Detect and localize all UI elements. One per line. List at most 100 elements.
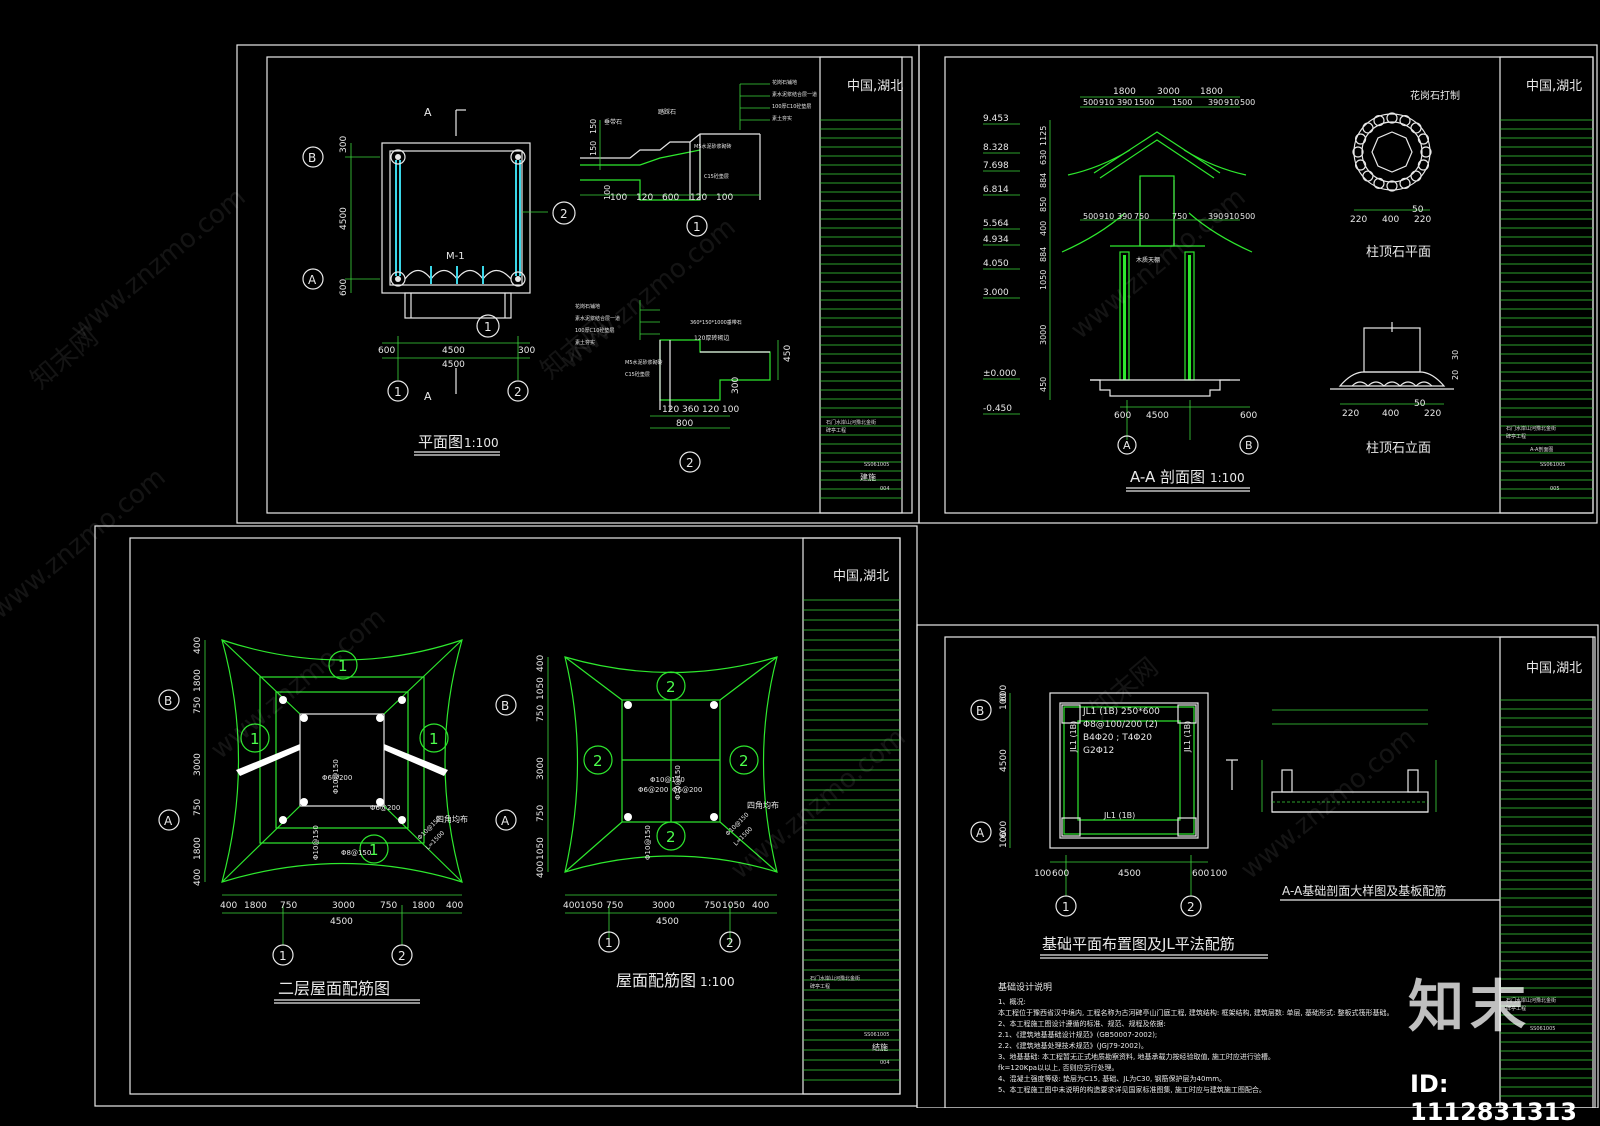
cap-petal-2 — [1410, 170, 1422, 182]
roof2-mark-top: 2 — [666, 678, 676, 696]
cap-petal-13 — [1399, 114, 1411, 127]
cap-top-dim: 50 — [1412, 205, 1424, 215]
sec-right-dim-0: 1125 — [1039, 126, 1048, 146]
title-block-3: 中国,湖北 石门水岸山河豫北金街 碑亭工程 SS061005 结施 004 — [802, 537, 901, 1095]
sec-right-dim-5: 884 — [1039, 247, 1048, 262]
notes-line-2: 2、本工程施工图设计遵循的标准、规范、规程及依据: — [998, 1019, 1166, 1028]
sec-mid-sub-dim-3: 750 — [1134, 212, 1149, 221]
plan-dim-v-1: 4500 — [339, 207, 349, 230]
roof2-vdim-5: 1050 — [536, 837, 546, 860]
sec-mid-sub-dim-7: 500 — [1240, 212, 1255, 221]
roof1-hdim-3: 3000 — [332, 901, 355, 911]
d2-note-2: 100厚C10砼垫层 — [575, 327, 614, 334]
notes-line-6: fk=120Kpa以以上, 否则应另行处理。 — [998, 1063, 1119, 1072]
plan-ref-1: 1 — [484, 320, 492, 334]
sec-right-dim-1: 630 — [1039, 150, 1048, 165]
tb2-page: 005 — [1550, 486, 1560, 492]
f-axis-a: A — [976, 826, 985, 840]
roof2-mark-bottom: 2 — [666, 828, 676, 846]
sec-top-sub-dim-2: 390 — [1117, 98, 1132, 107]
notes-line-4: 2.2、《建筑地基处理技术规范》(JGJ79-2002)。 — [998, 1041, 1148, 1050]
d1-label-2: M5水泥砂浆砌砖 — [694, 143, 732, 150]
d2-label-3: C15砼垫层 — [625, 371, 650, 378]
roof1-hdim-0: 400 — [220, 901, 237, 911]
sec-elevation-5: 4.934 — [983, 235, 1009, 245]
d1-note-0: 花岗石铺地 — [772, 79, 797, 86]
sheet-4-outer-frame — [916, 624, 1599, 1108]
sec-mid-sub-dim-2: 390 — [1117, 212, 1132, 221]
plan-ref-2: 2 — [560, 207, 568, 221]
roof2-rebar-0: Φ10@150 — [650, 776, 685, 784]
notes-line-0: 1、概况: — [998, 997, 1026, 1006]
tb3-location: 中国,湖北 — [833, 569, 889, 584]
d2-note-0: 花岗石铺地 — [575, 303, 600, 310]
title-block-4: 中国,湖北 石门水岸山河豫北金街 碑亭工程 SS061005 — [1499, 636, 1594, 1108]
plan-dim-total: 4500 — [442, 360, 465, 370]
tb2-project-2: 碑亭工程 — [1506, 433, 1526, 440]
tb2-sheet-no: SS061005 — [1540, 462, 1565, 468]
f-vdim-0: 100 — [999, 693, 1009, 710]
roof2-vdim-4: 750 — [536, 805, 546, 822]
foundation-plan-title: 基础平面布置图及JL平法配筋 — [1042, 935, 1235, 953]
cap-petal-8 — [1352, 146, 1364, 158]
roof1-hdim-6: 400 — [446, 901, 463, 911]
sec-elevation-1: 8.328 — [983, 143, 1009, 153]
watermark-cn-1: 知末网 — [25, 322, 104, 395]
roof2-mark-right: 2 — [739, 752, 749, 770]
notes-title: 基础设计说明 — [998, 981, 1052, 993]
roof2-vdim-2: 750 — [536, 705, 546, 722]
roof1-hdim-2: 750 — [280, 901, 297, 911]
sheet-2-column-cap: 花岗石打制 220 400 220 50 柱顶石平面 220 400 220 5… — [1330, 89, 1460, 456]
tb1-location: 中国,湖北 — [847, 79, 903, 94]
sheet-4-notes: 基础设计说明 1、概况: 本工程位于豫西省汉中境内, 工程名称为古河碑亭山门庭工程… — [998, 981, 1394, 1094]
cap-material-label: 花岗石打制 — [1410, 89, 1460, 102]
sheet-3-roof-plan-1: 1 1 1 1 Φ6@200 Φ6@200 Φ10@150 Φ10@150 Φ8… — [158, 637, 468, 1004]
watermark-id: ID: 1112831313 — [1410, 1070, 1577, 1126]
roof2-vdim-3: 3000 — [536, 757, 546, 780]
sec-mid-sub-dim-4: 750 — [1172, 212, 1187, 221]
roof2-hdim-4: 750 — [704, 901, 721, 911]
roof1-vdim-2: 750 — [193, 697, 203, 714]
cap-elev-dim-0: 220 — [1342, 409, 1359, 419]
sec-top-sub-dim-4: 1500 — [1172, 98, 1192, 107]
cap-plan-title: 柱顶石平面 — [1366, 245, 1431, 260]
d1-label-3: C15砼垫层 — [704, 173, 729, 180]
plan-dim-h-0: 600 — [378, 346, 395, 356]
roof1-mark-top: 1 — [338, 657, 348, 675]
sec-right-dim-6: 1050 — [1039, 270, 1048, 290]
sec-elevation-6: 4.050 — [983, 259, 1009, 269]
roof1-vdim-6: 400 — [193, 869, 203, 886]
section-title: A-A 剖面图 — [1130, 468, 1205, 486]
roof2-rebar-2: Φ6@200 — [672, 786, 702, 794]
roof2-rebar-1: Φ6@200 — [638, 786, 668, 794]
cap-petal-12 — [1386, 112, 1398, 124]
sec-top-sub-dim-1: 910 — [1099, 98, 1114, 107]
sec-top-sub-dim-3: 1500 — [1134, 98, 1154, 107]
roof1-total: 4500 — [330, 917, 353, 927]
sec-top-sub-dim-0: 500 — [1083, 98, 1098, 107]
notes-line-1: 本工程位于豫西省汉中境内, 工程名称为古河碑亭山门庭工程, 建筑结构: 框架结构… — [998, 1008, 1394, 1017]
roof1-corner-label: 四角均布 — [436, 814, 468, 824]
sec-top-dim-1: 3000 — [1157, 87, 1180, 97]
sec-mid-sub-dim-6: 910 — [1224, 212, 1239, 221]
roof2-total: 4500 — [656, 917, 679, 927]
notes-line-7: 4、混凝土强度等级: 垫层为C15, 基础、JL为C30, 钢筋保护层为40mm… — [998, 1074, 1226, 1083]
beam-label: JL1 (1B) 250*600 — [1082, 707, 1160, 717]
plan-scale: 1:100 — [464, 436, 499, 450]
roof1-rebar-4: Φ8@150 — [341, 849, 371, 857]
notes-line-5: 3、地基基础: 本工程暂无正式地质勘察资料, 地基承载力按经验取值, 施工时应进… — [998, 1052, 1275, 1061]
sec-bottom-dim-0: 600 — [1114, 411, 1131, 421]
sec-mid-sub-dim-0: 500 — [1083, 212, 1098, 221]
door-label: M-1 — [446, 251, 465, 262]
d1-vert-2: 100 — [603, 185, 612, 200]
roof2-hdim-1: 1050 — [580, 901, 603, 911]
roof1-vdim-4: 750 — [193, 799, 203, 816]
sec-right-dim-4: 400 — [1039, 221, 1048, 236]
cap-petal-7 — [1354, 159, 1367, 171]
roof2-axis-2: 2 — [726, 936, 734, 950]
tb2-project-1: 石门水岸山河豫北金街 — [1506, 425, 1556, 432]
